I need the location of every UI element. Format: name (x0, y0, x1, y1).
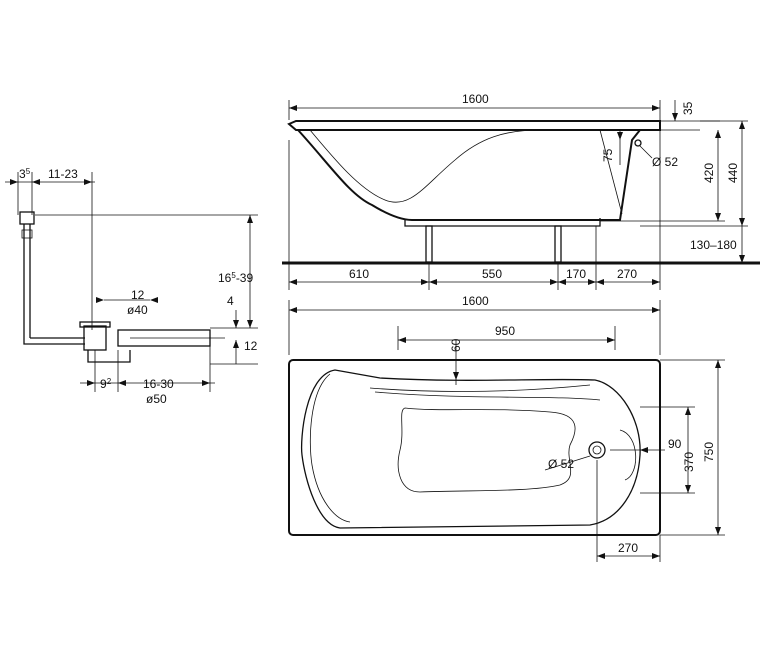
dim-950: 950 (495, 324, 515, 338)
plan-basin (300, 369, 641, 529)
dim-dia52-side: Ø 52 (652, 155, 678, 169)
plan-basin-top-line-2 (374, 391, 601, 401)
plan-drain-inner (592, 445, 602, 455)
dim-siphon-16-30: 16-30 (143, 377, 174, 391)
leg-left (425, 225, 433, 263)
dim-siphon-11-23: 11-23 (48, 167, 78, 181)
tub-inner-slope (309, 129, 541, 203)
side-view: 1600 35 75 Ø 52 420 440 130–180 (282, 92, 760, 290)
dim-130-180: 130–180 (690, 238, 737, 252)
dim-1600-side: 1600 (462, 92, 489, 106)
plan-basin-top-line (369, 384, 591, 392)
tub-body (297, 129, 641, 221)
plan-outer-rim (288, 359, 661, 536)
dim-75: 75 (601, 148, 615, 162)
siphon-trap (87, 350, 131, 363)
dim-siphon-9: 92 (100, 377, 112, 391)
dim-440: 440 (726, 163, 740, 183)
dim-siphon-height: 165-39 (218, 271, 253, 285)
siphon-horizontal-pipe (23, 337, 85, 345)
dim-35: 35 (681, 101, 695, 115)
dim-siphon-12-right: 12 (244, 339, 258, 353)
siphon-overflow-head (19, 211, 35, 225)
dim-750: 750 (702, 442, 716, 462)
tub-base (404, 218, 601, 227)
dim-dia52-plan: Ø 52 (548, 457, 574, 471)
leg-right (554, 225, 562, 263)
dim-siphon-dia40: ø40 (127, 303, 148, 317)
dim-370: 370 (682, 452, 696, 472)
dim-550: 550 (482, 267, 502, 281)
plan-drain (588, 441, 606, 459)
dim-170: 170 (566, 267, 586, 281)
dim-1600-plan: 1600 (462, 294, 489, 308)
overflow-leader (639, 145, 653, 159)
dim-siphon-35: 35 (19, 167, 31, 181)
tub-inner-end (599, 129, 623, 215)
dim-610: 610 (349, 267, 369, 281)
siphon-detail: 35 11-23 12 ø40 165-39 4 (5, 167, 258, 406)
dim-420: 420 (702, 163, 716, 183)
dim-270-side: 270 (617, 267, 637, 281)
dim-siphon-4: 4 (227, 294, 234, 308)
siphon-drain-body (83, 325, 107, 351)
dim-siphon-12-top: 12 (131, 288, 145, 302)
plan-view: 1600 Ø 52 950 60 90 (288, 294, 725, 562)
plan-end-curve (619, 429, 637, 481)
plan-floor-area (397, 407, 576, 493)
tub-rim (287, 120, 661, 131)
dim-siphon-dia50: ø50 (146, 392, 167, 406)
dim-270-plan: 270 (618, 541, 638, 555)
dim-90: 90 (668, 437, 682, 451)
plan-basin-inner-curve (309, 373, 351, 523)
overflow-hole (634, 139, 642, 147)
dim-60: 60 (449, 338, 463, 352)
